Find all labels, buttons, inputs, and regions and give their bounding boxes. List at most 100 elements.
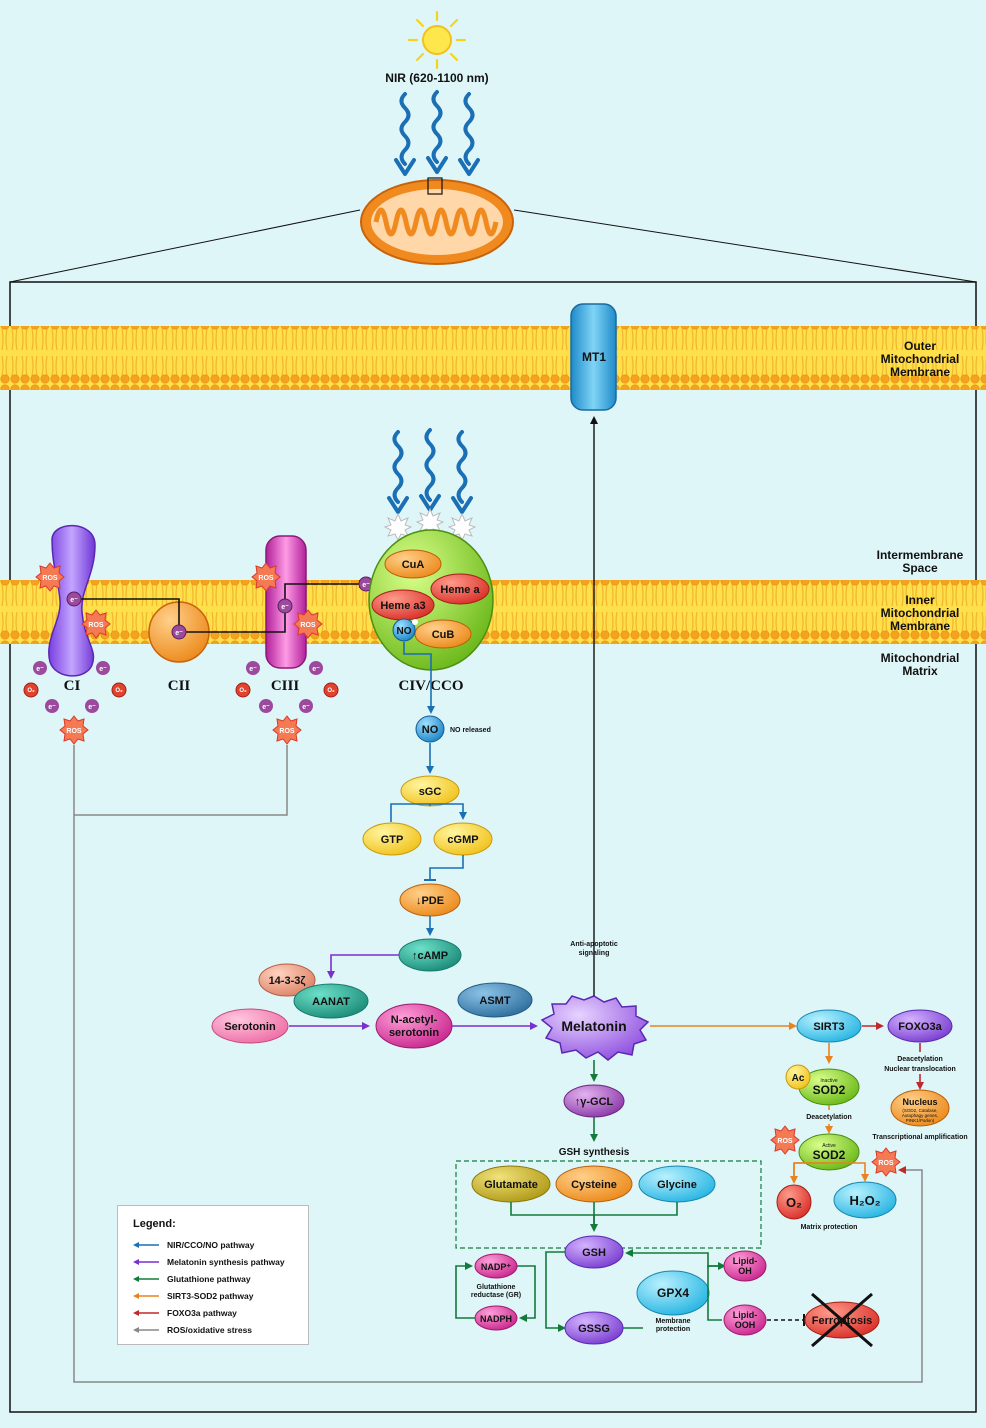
svg-text:cGMP: cGMP [447,834,478,846]
svg-text:N-acetyl-: N-acetyl- [391,1014,438,1026]
svg-text:↑γ-GCL: ↑γ-GCL [575,1096,614,1108]
svg-text:Active: Active [822,1143,836,1149]
svg-text:Inactive: Inactive [820,1078,837,1084]
lipid-oh-node: Lipid- OH [723,1250,767,1282]
gsh-node: GSH [564,1235,624,1269]
svg-text:SOD2: SOD2 [813,1083,846,1097]
svg-text:Glutamate: Glutamate [484,1179,538,1191]
legend-item: Glutathione pathway [133,1270,308,1287]
svg-text:e⁻: e⁻ [48,704,56,711]
ros-stress-path [73,745,923,1383]
legend-item: NIR/CCO/NO pathway [133,1236,308,1253]
camp-node: ↑cAMP [398,938,462,972]
ros-markers-matrix [59,715,302,745]
svg-text:e⁻: e⁻ [70,597,78,604]
svg-text:14-3-3ζ: 14-3-3ζ [269,975,306,987]
svg-text:NO released: NO released [450,727,491,734]
gr-label: Glutathione [477,1284,516,1291]
outer-membrane [0,326,986,390]
svg-text:AANAT: AANAT [312,996,350,1008]
svg-text:Heme a3: Heme a3 [380,600,425,612]
svg-text:Inner: Inner [905,593,935,607]
svg-text:Mitochondrial: Mitochondrial [881,352,960,366]
lipid-ooh-node: Lipid- OOH [723,1304,767,1336]
active-sod2-node: Active SOD2 [798,1133,860,1171]
svg-text:e⁻: e⁻ [262,704,270,711]
legend-arrow-icon [133,1258,159,1265]
gpx4-node: GPX4 [636,1270,710,1316]
mt1-receptor: MT1 [570,303,617,411]
legend-arrow-icon [133,1241,159,1248]
svg-text:Intermembrane: Intermembrane [877,548,964,562]
gr-label-2: reductase (GR) [471,1292,521,1299]
legend-item-label: FOXO3a pathway [167,1307,237,1318]
svg-text:(SOD2, Catalase,: (SOD2, Catalase, [902,1108,937,1113]
svg-text:Membrane: Membrane [890,619,950,633]
electron-transport-path [74,580,367,633]
svg-text:serotonin: serotonin [389,1027,439,1039]
ros-stress-path-ciii [74,745,288,816]
sgc-node: sGC [400,775,460,807]
svg-text:Melatonin: Melatonin [561,1018,626,1034]
oxygen-markers: O₂ O₂ O₂ O₂ [23,682,339,698]
zoom-frame [9,281,977,1413]
asmt-node: ASMT [457,982,533,1018]
mitochondrion-icon [360,177,514,265]
glycine-node: Glycine [638,1165,716,1203]
svg-text:e⁻: e⁻ [99,666,107,673]
svg-text:CI: CI [64,678,81,694]
legend-item: ROS/oxidative stress [133,1321,308,1338]
svg-text:e⁻: e⁻ [175,630,183,637]
svg-text:CII: CII [168,678,191,694]
cua-subunit: CuA [384,549,442,579]
electron-markers: e⁻ e⁻ e⁻ e⁻ [66,576,374,640]
legend-arrow-icon [133,1326,159,1333]
heme-a-subunit: Heme a [430,573,490,605]
svg-text:ASMT: ASMT [479,995,510,1007]
svg-text:Space: Space [902,561,938,575]
svg-text:e⁻: e⁻ [362,582,370,589]
pde-node: ↓PDE [399,883,461,917]
sod2-deacetylation-label: Deacetylation [806,1114,852,1121]
svg-text:e⁻: e⁻ [88,704,96,711]
svg-text:Mitochondrial: Mitochondrial [881,606,960,620]
nadp-node: NADP⁺ [474,1253,518,1279]
nir-label: NIR (620-1100 nm) [385,71,488,85]
legend-arrow-icon [133,1309,159,1316]
svg-text:GSSG: GSSG [578,1323,610,1335]
glutamate-node: Glutamate [471,1165,551,1203]
svg-text:Lipid-: Lipid- [733,1256,758,1266]
svg-text:Nucleus: Nucleus [902,1097,937,1107]
svg-text:↓PDE: ↓PDE [416,895,444,907]
svg-text:GSH: GSH [582,1247,606,1259]
membrane-protection-label: Membrane [655,1318,690,1325]
legend-arrow-icon [133,1292,159,1299]
cgmp-node: cGMP [433,822,493,856]
no-released: NO NO released [415,715,491,743]
svg-text:CuB: CuB [432,629,455,641]
matrix-protection-label: Matrix protection [801,1224,858,1231]
svg-text:SOD2: SOD2 [813,1148,846,1162]
nucleus-node: Nucleus (SOD2, Catalase, Autophagy genes… [890,1089,950,1127]
svg-text:Heme a: Heme a [440,584,480,596]
svg-text:e⁻: e⁻ [36,666,44,673]
svg-text:Serotonin: Serotonin [224,1021,276,1033]
h2o2-node: H₂O₂ [833,1181,897,1219]
svg-text:Membrane: Membrane [890,365,950,379]
nir-waves-top [394,90,480,176]
bound-no: NO [392,618,418,642]
legend-item-label: Glutathione pathway [167,1273,251,1284]
svg-text:O₂: O₂ [239,688,247,694]
svg-text:FOXO3a: FOXO3a [898,1021,942,1033]
svg-text:Matrix: Matrix [902,664,938,678]
aanat-node: AANAT [293,983,369,1019]
legend-item-label: SIRT3-SOD2 pathway [167,1290,254,1301]
legend-item-label: NIR/CCO/NO pathway [167,1239,255,1250]
sirt3-node: SIRT3 [796,1009,862,1043]
svg-text:Outer: Outer [904,339,936,353]
cysteine-node: Cysteine [555,1165,633,1203]
svg-text:GTP: GTP [381,834,404,846]
